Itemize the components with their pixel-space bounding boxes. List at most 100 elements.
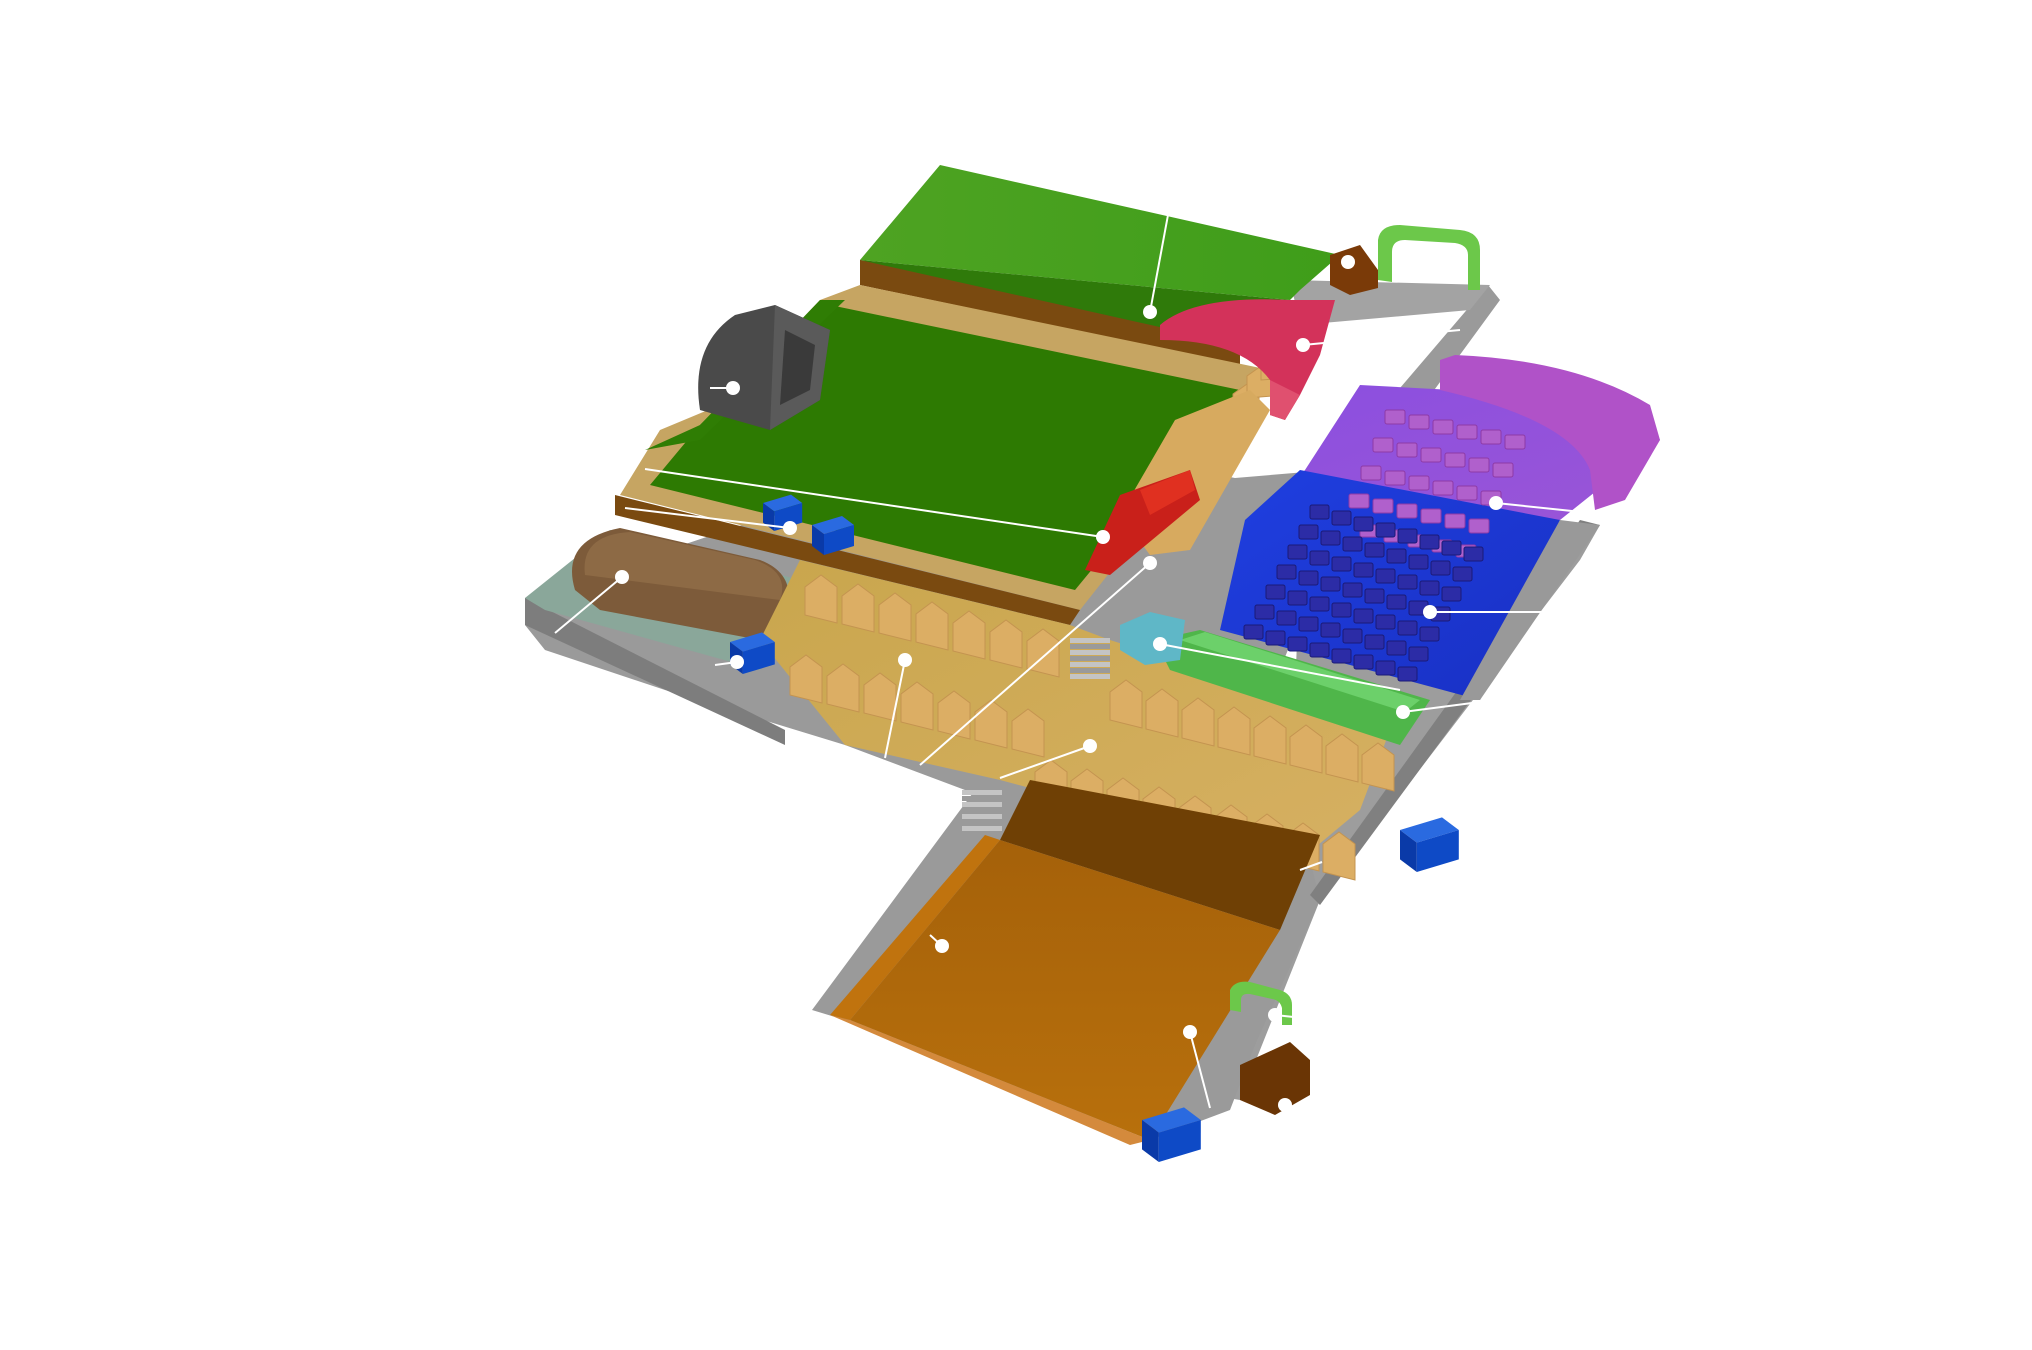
navy-seat [1287, 590, 1308, 606]
navy-seat [1287, 636, 1308, 652]
navy-seat [1353, 608, 1374, 624]
navy-seat [1276, 564, 1297, 580]
navy-seat [1386, 548, 1407, 564]
navy-seat [1441, 586, 1462, 602]
leader-line [1402, 699, 1496, 713]
navy-seat [1309, 642, 1330, 658]
marker-dot [726, 381, 740, 395]
navy-seat [1452, 566, 1473, 582]
magenta-seat [1372, 437, 1394, 453]
magenta-seat [1372, 498, 1394, 514]
blue-cube-front [1158, 1120, 1201, 1162]
tan-seat [826, 663, 860, 713]
navy-seat [1397, 528, 1418, 544]
stair-step [1070, 644, 1110, 649]
leader-line [884, 659, 906, 759]
magenta-seat [1408, 414, 1430, 430]
marker-dot [1153, 637, 1167, 651]
green-seat-row-top [1180, 632, 1420, 712]
navy-seat [1419, 534, 1440, 550]
green-arch-bottom [1230, 981, 1292, 1025]
taupe-mound-top [584, 532, 783, 600]
stairs-lower [962, 790, 1002, 831]
purple-arc [1440, 355, 1660, 510]
tan-seat [1325, 733, 1359, 783]
blue-cube-side [1142, 1120, 1159, 1162]
navy-seat [1243, 624, 1264, 640]
navy-seat [1353, 562, 1374, 578]
marker-dot [1143, 556, 1157, 570]
magenta-seat [1468, 518, 1490, 534]
navy-seat [1375, 568, 1396, 584]
tan-seat [900, 681, 934, 731]
magenta-seat [1396, 442, 1418, 458]
marker-dot [1396, 705, 1410, 719]
tan-seat [1109, 679, 1143, 729]
tan-seat [1361, 742, 1395, 792]
magenta-seat [1432, 480, 1454, 496]
pink-arc-front [1270, 380, 1300, 420]
navy-seat [1408, 646, 1429, 662]
orange-room [830, 780, 1320, 1145]
navy-seat [1353, 654, 1374, 670]
marker-dot [1398, 875, 1412, 889]
green-seat-row [1155, 630, 1430, 745]
blue-cube-top [812, 516, 854, 534]
leader-line [1299, 861, 1323, 871]
blue-cube-side [1400, 830, 1417, 872]
leader-line [999, 745, 1091, 779]
blue-cube-front [742, 642, 775, 674]
magenta-seat [1432, 419, 1454, 435]
marker-dot [1143, 305, 1157, 319]
navy-seat [1320, 576, 1341, 592]
orange-floor [850, 840, 1280, 1140]
magenta-seat [1456, 485, 1478, 501]
navy-seat [1364, 588, 1385, 604]
stair-step [1070, 638, 1110, 643]
tan-seat [789, 654, 823, 704]
left-area [525, 528, 800, 670]
red-seats [1085, 470, 1200, 575]
tan-seat [841, 583, 875, 633]
blue-cube-top [1400, 817, 1459, 843]
stair-step [1070, 650, 1110, 655]
navy-seat [1342, 628, 1363, 644]
leader-line [1159, 643, 1401, 691]
tan-seat [863, 672, 897, 722]
stair-step [962, 814, 1002, 819]
stairs [962, 638, 1110, 831]
magenta-seat [1384, 470, 1406, 486]
marker-dot [935, 939, 949, 953]
navy-seat [1419, 626, 1440, 642]
floor-slab-edge [525, 598, 785, 745]
tunnel-structure [698, 305, 830, 430]
marker-dot [615, 570, 629, 584]
tan-seat [1145, 688, 1179, 738]
navy-seat [1430, 560, 1451, 576]
tan-seat [989, 619, 1023, 669]
green-hill-top [860, 165, 1340, 300]
navy-seat [1320, 530, 1341, 546]
tan-seat [878, 592, 912, 642]
magenta-seat [1468, 457, 1490, 473]
navy-seat [1331, 556, 1352, 572]
navy-seat [1265, 630, 1286, 646]
magenta-seat [1360, 465, 1382, 481]
navy-seat [1441, 540, 1462, 556]
marker-dot [730, 655, 744, 669]
navy-seat [1375, 522, 1396, 538]
stair-step [962, 790, 1002, 795]
blue-cube-top [1142, 1107, 1201, 1133]
stair-step [962, 826, 1002, 831]
marker-dot [1296, 338, 1310, 352]
navy-seat [1309, 596, 1330, 612]
orange-ramp [830, 835, 1000, 1020]
wood-wall [860, 260, 1240, 365]
marker-dot [1183, 1025, 1197, 1039]
magenta-seat [1348, 493, 1370, 509]
leader-line [919, 562, 1151, 766]
marker-dot [1268, 1008, 1282, 1022]
navy-seat [1287, 544, 1308, 560]
